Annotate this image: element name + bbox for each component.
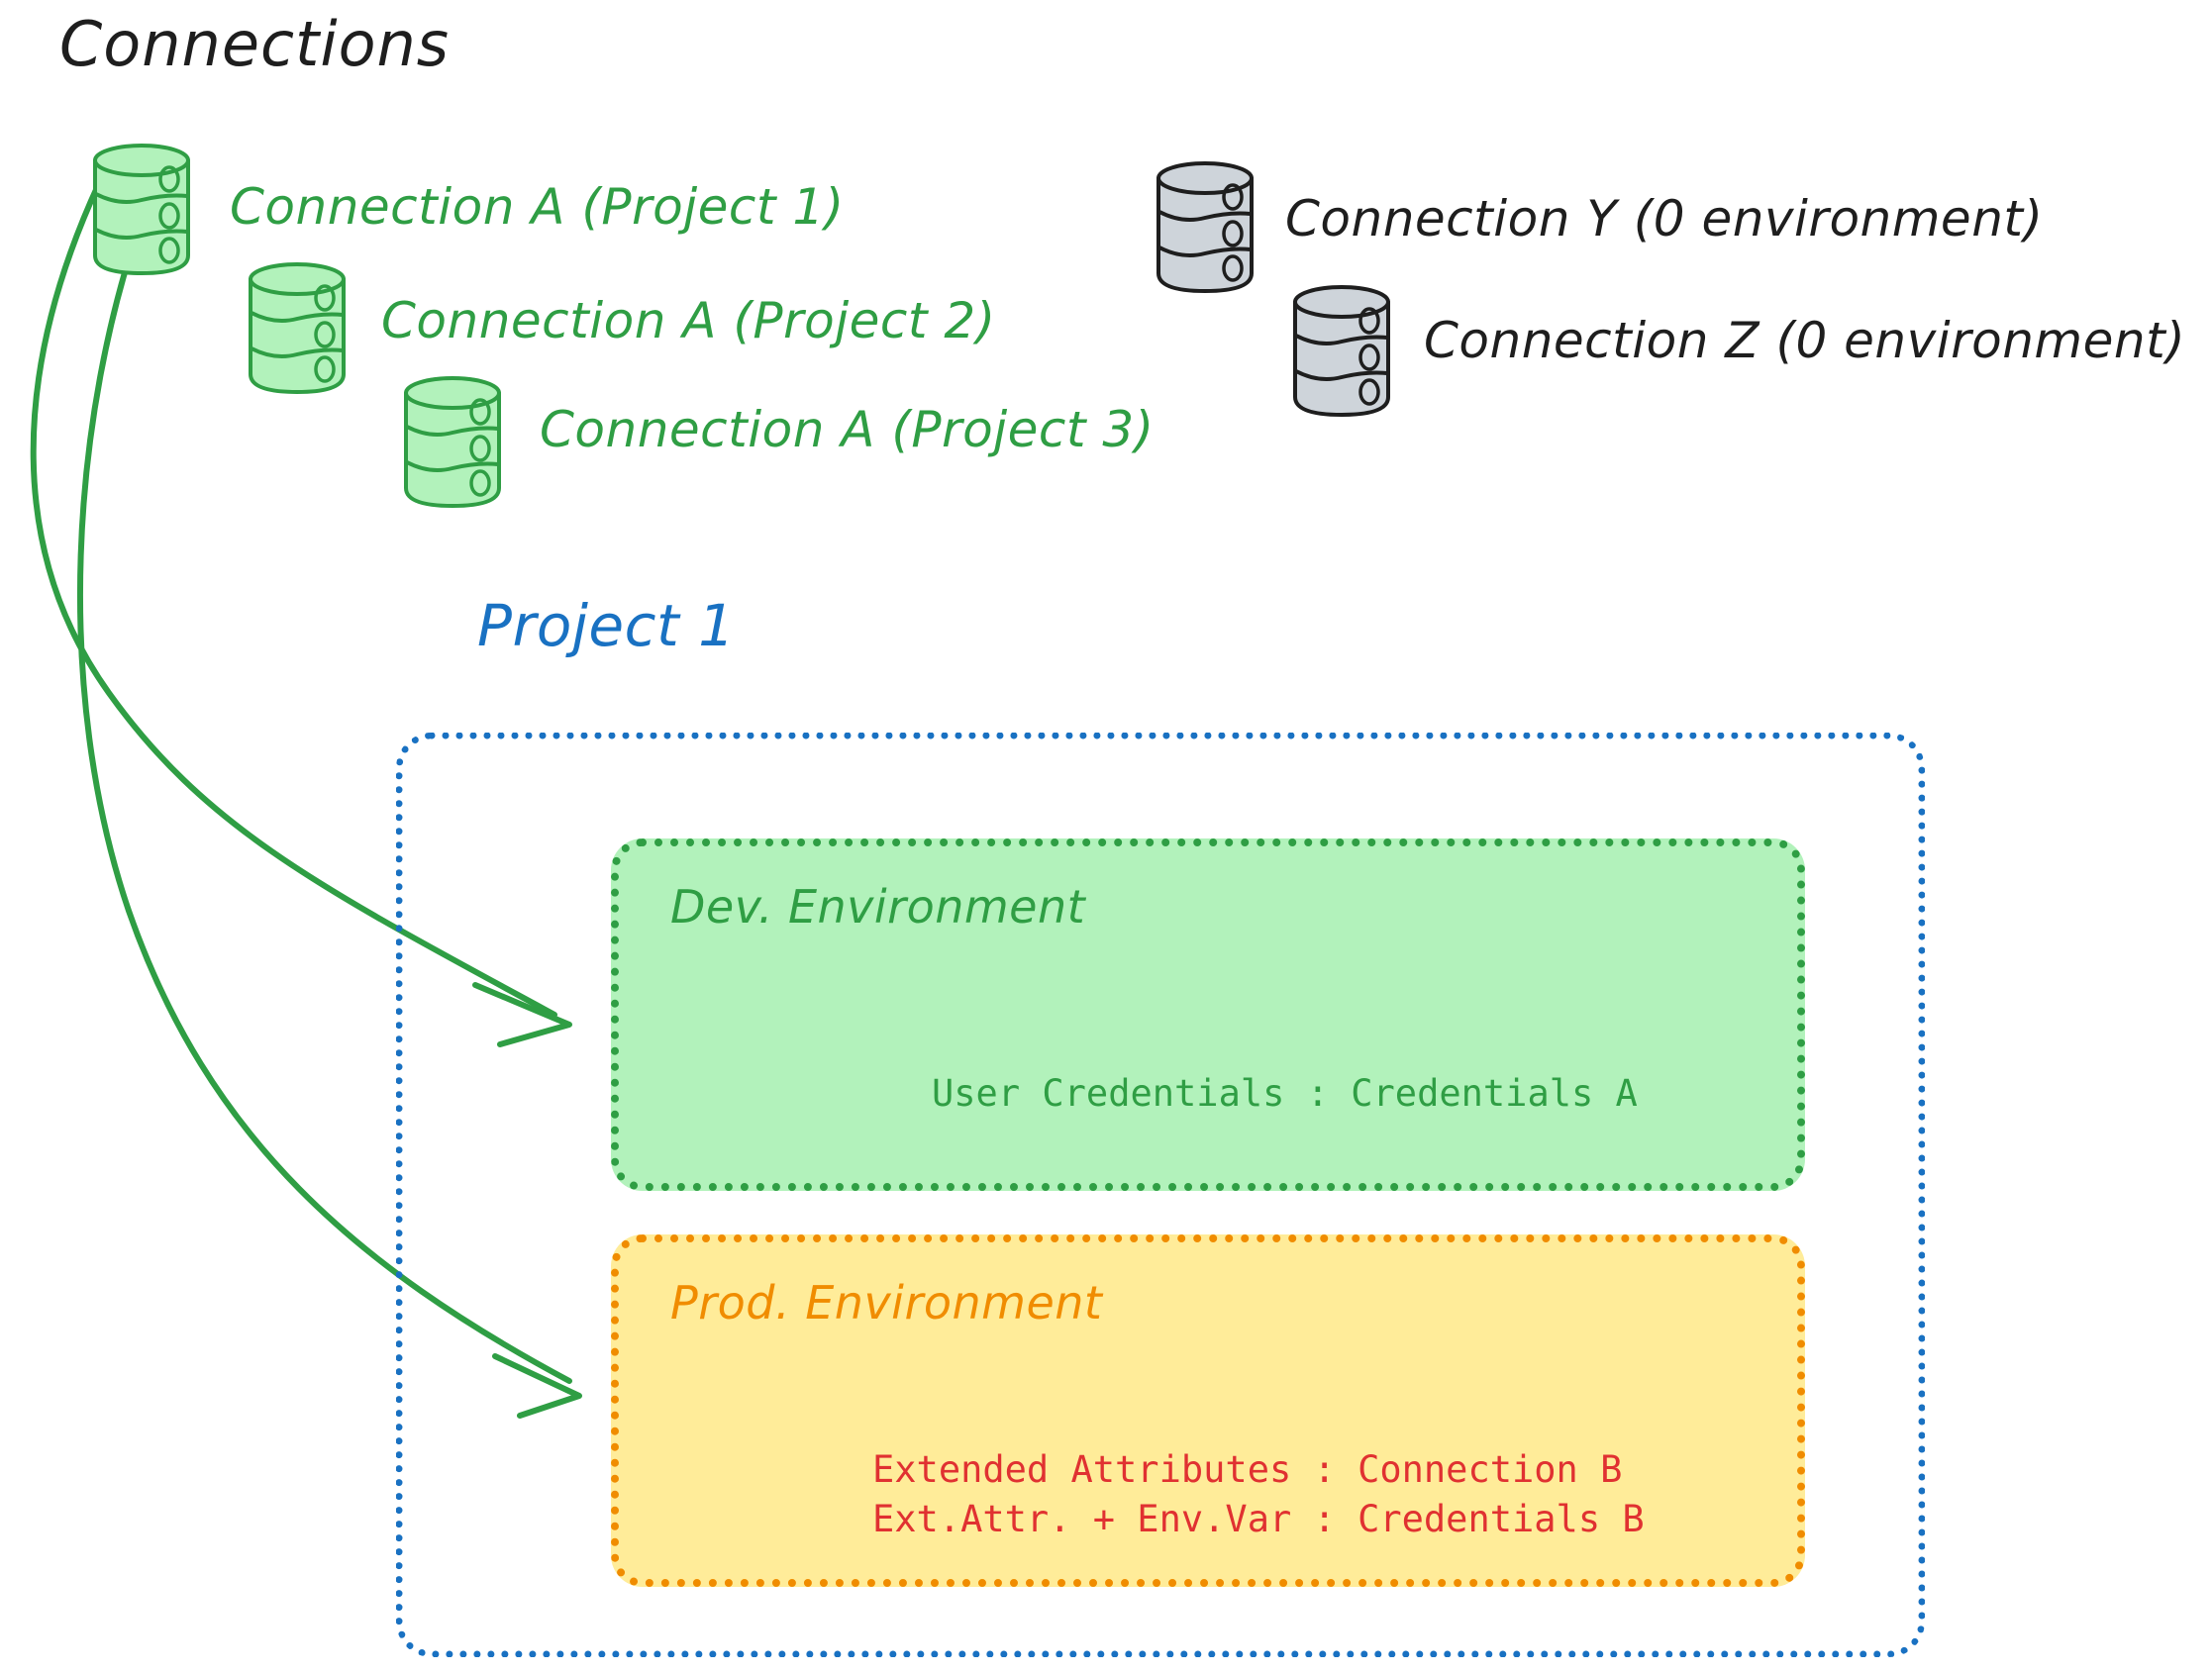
connection-label-a-project-1: Connection A (Project 1)	[230, 178, 845, 236]
database-icon-connection-z	[1287, 280, 1396, 424]
environment-title-prod: Prod. Environment	[670, 1276, 1103, 1329]
database-icon-connection-a-project-1	[87, 139, 196, 282]
environment-title-dev: Dev. Environment	[670, 880, 1086, 934]
environment-box-dev: Dev. Environment User Credentials : Cred…	[611, 838, 1805, 1191]
environment-detail-prod-line-1: Extended Attributes : Connection B	[872, 1448, 1623, 1491]
database-icon-connection-a-project-2	[243, 257, 352, 401]
connection-label-a-project-2: Connection A (Project 2)	[381, 292, 996, 349]
environment-detail-prod-line-2: Ext.Attr. + Env.Var : Credentials B	[872, 1498, 1645, 1540]
database-cylinder-icon	[404, 376, 501, 509]
database-icon-connection-a-project-3	[398, 371, 507, 515]
project-title: Project 1	[477, 592, 736, 659]
environment-box-prod: Prod. Environment Extended Attributes : …	[611, 1234, 1805, 1587]
environment-detail-dev-line-1: User Credentials : Credentials A	[932, 1072, 1638, 1115]
database-cylinder-icon	[1293, 285, 1390, 418]
arrow-connection-a-to-prod-environment	[77, 203, 582, 1419]
database-icon-connection-y	[1151, 156, 1259, 300]
connection-label-a-project-3: Connection A (Project 3)	[540, 401, 1155, 458]
database-cylinder-icon	[249, 262, 346, 395]
arrow-connection-a-to-dev-environment	[30, 180, 572, 1047]
database-cylinder-icon	[93, 144, 190, 276]
diagram-title: Connections	[59, 8, 451, 80]
project-container: Dev. Environment User Credentials : Cred…	[396, 733, 1925, 1657]
database-cylinder-icon	[1156, 161, 1254, 294]
connection-label-z: Connection Z (0 environment)	[1424, 312, 2186, 369]
connection-label-y: Connection Y (0 environment)	[1285, 190, 2044, 247]
